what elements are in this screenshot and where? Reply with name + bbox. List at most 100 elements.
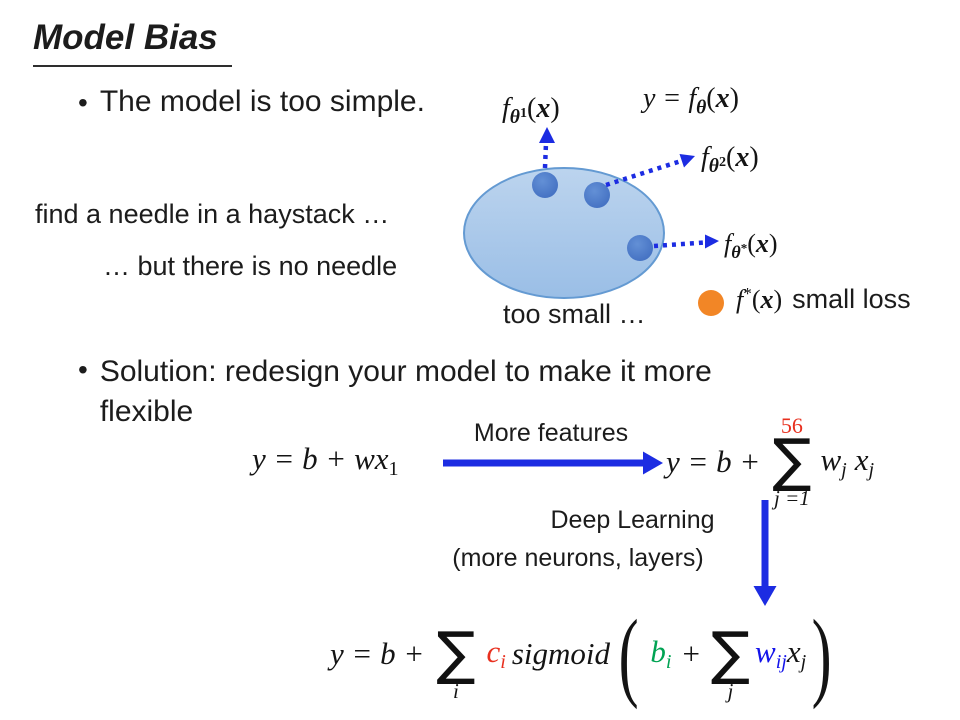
math-w: w: [755, 633, 776, 669]
deep-learning-arrow-head: [753, 586, 777, 606]
page-title: Model Bias: [33, 18, 232, 67]
formula-y-equals-f-theta: y = fθ(x): [643, 83, 739, 119]
bullet-solution-line-1: Solution: redesign your model to make it…: [99, 355, 712, 388]
formula-linear-model: y = b + wx1: [252, 441, 399, 481]
model-point-1: [532, 172, 558, 198]
math-sub-ij: ij: [775, 651, 787, 674]
formula-many-features: y = b + 56 ∑ j =1 wj xj: [666, 402, 874, 522]
math-rparen: ): [773, 284, 783, 314]
math-w-ij: wij: [755, 634, 787, 674]
math-star: *: [743, 284, 752, 304]
math-x: x: [760, 284, 774, 314]
bullet-marker: •: [78, 87, 88, 118]
dotted-arrow-1-head: [539, 127, 555, 143]
math-x-j: xj: [855, 442, 874, 482]
math-sup-1: 1: [519, 105, 528, 122]
math-y-eq-b-plus: y = b +: [330, 636, 425, 671]
formula-f-star: f*(x): [736, 284, 782, 315]
sum-index-j: j: [727, 679, 734, 704]
math-y-eq-b-plus: y = b +: [666, 444, 761, 479]
bullet-text: The model is too simple.: [99, 85, 425, 118]
dotted-arrow-1: [542, 142, 549, 169]
deep-learning-sublabel: (more neurons, layers): [452, 544, 704, 572]
more-features-label: More features: [473, 419, 629, 447]
math-theta: θ: [509, 107, 520, 129]
math-b: b: [650, 633, 666, 669]
math-rparen: ): [729, 83, 739, 114]
math-theta: θ: [731, 241, 741, 262]
dotted-arrow-3-head: [705, 234, 719, 249]
formula-f-theta-star: fθ*(x): [724, 229, 778, 263]
open-paren: (: [618, 598, 639, 710]
math-sub-i: i: [665, 651, 672, 674]
math-lparen: (: [726, 142, 736, 173]
optimal-function-legend: f*(x) small loss: [736, 284, 911, 315]
math-w: w: [820, 441, 842, 477]
math-sub-j: j: [868, 459, 875, 482]
close-paren: ): [811, 598, 832, 710]
math-x: x: [854, 441, 869, 477]
math-c-i: ci: [486, 634, 505, 674]
sum-upper-limit: 56: [780, 412, 803, 438]
more-features-arrow-head: [643, 451, 663, 475]
math-y-eq-b-plus: y = b +: [252, 441, 347, 476]
summation-j2: ∑ j: [711, 606, 750, 702]
summation-j: 56 ∑ j =1: [772, 412, 812, 511]
bullet-marker: •: [78, 354, 88, 385]
summation-i: ∑ i: [436, 606, 475, 702]
math-rparen: ): [550, 93, 560, 124]
math-c: c: [486, 633, 501, 669]
deep-learning-label: Deep Learning: [550, 506, 715, 534]
math-f: f: [701, 142, 709, 173]
sigma-icon: ∑: [710, 618, 751, 687]
math-lparen: (: [747, 229, 756, 258]
math-f: f: [736, 284, 744, 314]
math-lparen: (: [706, 83, 716, 114]
function-space-ellipse: [463, 167, 665, 299]
math-sub-1: 1: [388, 458, 399, 481]
optimal-point: [698, 290, 724, 316]
math-x: x: [755, 229, 769, 258]
sum-index-i: i: [452, 679, 459, 704]
too-small-label: too small …: [503, 299, 646, 329]
formula-deep-model: y = b + ∑ i ci sigmoid ( bi + ∑ j wij xj…: [330, 598, 834, 710]
sigma-icon: ∑: [772, 425, 812, 494]
math-sigmoid: sigmoid: [511, 636, 611, 671]
math-sub-j: j: [800, 651, 807, 674]
math-f: f: [502, 93, 510, 124]
formula-f-theta2: fθ2(x): [701, 142, 759, 178]
model-point-3: [627, 235, 653, 261]
math-w-j: wj: [820, 442, 846, 482]
math-theta: θ: [696, 97, 707, 119]
math-lparen: (: [751, 284, 761, 314]
formula-f-theta1: fθ1(x): [502, 93, 560, 129]
math-lparen: (: [527, 93, 537, 124]
math-sup-2: 2: [718, 154, 727, 171]
needle-line-1: find a needle in a haystack …: [35, 199, 390, 229]
math-x-j: xj: [787, 634, 806, 674]
sum-lower-limit: j =1: [774, 486, 810, 511]
small-loss-label: small loss: [792, 284, 911, 314]
sigma-icon: ∑: [436, 618, 476, 687]
dotted-arrow-2-head: [679, 154, 695, 168]
math-b-i: bi: [650, 634, 671, 674]
math-f: f: [724, 229, 732, 258]
bullet-text: Solution: redesign your model to make it…: [100, 352, 712, 432]
needle-line-2: … but there is no needle: [103, 251, 398, 281]
math-rparen: ): [749, 142, 759, 173]
math-x: x: [715, 83, 730, 114]
math-plus: +: [682, 636, 700, 671]
math-y-eq-f: y = f: [643, 83, 697, 114]
model-point-2: [584, 182, 610, 208]
dotted-arrow-2: [605, 158, 682, 188]
math-x: x: [536, 93, 551, 124]
bullet-solution-line-2: flexible: [99, 394, 194, 428]
bullet-model-too-simple: • The model is too simple.: [78, 85, 425, 120]
math-wx: wx: [354, 441, 389, 476]
math-x: x: [786, 633, 801, 669]
math-theta: θ: [708, 156, 719, 178]
math-rparen: ): [768, 229, 778, 258]
bullet-solution: • Solution: redesign your model to make …: [78, 352, 712, 432]
